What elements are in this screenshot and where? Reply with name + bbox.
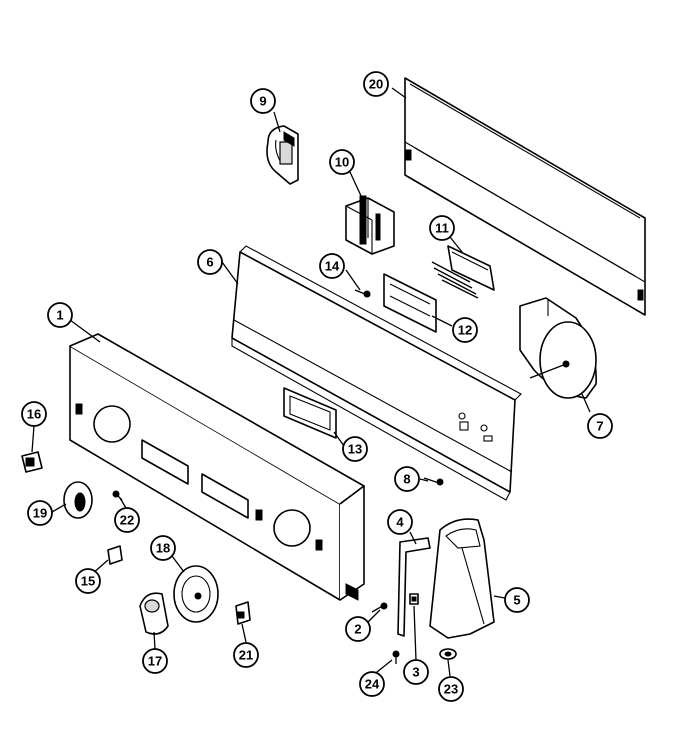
part-16-clip: [21, 451, 43, 473]
part-24-screw: [392, 650, 400, 664]
callout-9-label: 9: [259, 94, 266, 109]
callout-7-label: 7: [596, 419, 603, 434]
callout-20: 20: [363, 71, 389, 97]
callout-4-label: 4: [396, 515, 404, 530]
part-21-clip: [235, 601, 251, 625]
callout-10: 10: [329, 149, 355, 175]
callout-21: 21: [233, 642, 259, 668]
callout-8: 8: [394, 466, 420, 492]
part-1-control-panel: [69, 333, 365, 601]
callout-13-label: 13: [348, 442, 362, 457]
callout-1-label: 1: [56, 308, 63, 323]
callout-15-label: 15: [81, 574, 95, 589]
part-4-strip: [397, 537, 431, 637]
part-23-clip: [439, 648, 457, 660]
callout-6: 6: [197, 249, 223, 275]
callout-3-label: 3: [412, 665, 419, 680]
part-10-switch: [345, 195, 395, 255]
callout-2: 2: [345, 616, 371, 642]
part-20-rear-panel: [404, 77, 646, 316]
callout-16: 16: [21, 401, 47, 427]
callout-19: 19: [27, 500, 53, 526]
callout-21-label: 21: [239, 648, 253, 663]
callout-2-label: 2: [354, 622, 361, 637]
callout-19-label: 19: [33, 506, 47, 521]
part-3-clip: [409, 593, 419, 605]
part-9-bracket: [266, 125, 299, 185]
callout-16-label: 16: [27, 407, 41, 422]
callout-5: 5: [504, 587, 530, 613]
callout-24: 24: [359, 671, 385, 697]
callout-7: 7: [587, 413, 613, 439]
callout-20-label: 20: [369, 77, 383, 92]
callout-13: 13: [342, 436, 368, 462]
callout-12: 12: [452, 317, 478, 343]
callout-4: 4: [387, 509, 413, 535]
callout-14-label: 14: [325, 259, 340, 274]
part-19-knob: [63, 481, 93, 519]
callout-23: 23: [438, 676, 464, 702]
callout-18-label: 18: [156, 541, 170, 556]
part-6-panel-support: [231, 245, 522, 501]
callout-5-label: 5: [513, 593, 520, 608]
part-13-display-module: [283, 387, 337, 439]
callout-18: 18: [150, 535, 176, 561]
callout-10-label: 10: [335, 155, 349, 170]
callout-14: 14: [319, 253, 345, 279]
part-7-motor-assembly: [519, 297, 597, 399]
callout-12-label: 12: [458, 323, 472, 338]
callout-17-label: 17: [148, 654, 162, 669]
part-17-knob: [139, 592, 169, 635]
callout-17: 17: [142, 648, 168, 674]
part-12-mounting-plate: [383, 273, 437, 333]
part-15-button: [107, 545, 123, 565]
part-14-screw: [354, 289, 371, 298]
callout-6-label: 6: [206, 255, 213, 270]
callout-24-label: 24: [365, 677, 380, 692]
part-5-end-cap: [429, 518, 495, 639]
callout-23-label: 23: [444, 682, 458, 697]
callout-9: 9: [250, 88, 276, 114]
part-11-terminal-block: [431, 245, 495, 299]
callout-22: 22: [114, 507, 140, 533]
callout-11-label: 11: [435, 221, 449, 236]
part-8-screw: [423, 477, 444, 486]
callout-8-label: 8: [403, 472, 410, 487]
callout-15: 15: [75, 568, 101, 594]
callout-22-label: 22: [120, 513, 134, 528]
part-2-screw: [371, 602, 388, 613]
callout-1: 1: [47, 302, 73, 328]
callout-11: 11: [429, 215, 455, 241]
callout-3: 3: [403, 659, 429, 685]
part-18-dial: [173, 565, 219, 623]
